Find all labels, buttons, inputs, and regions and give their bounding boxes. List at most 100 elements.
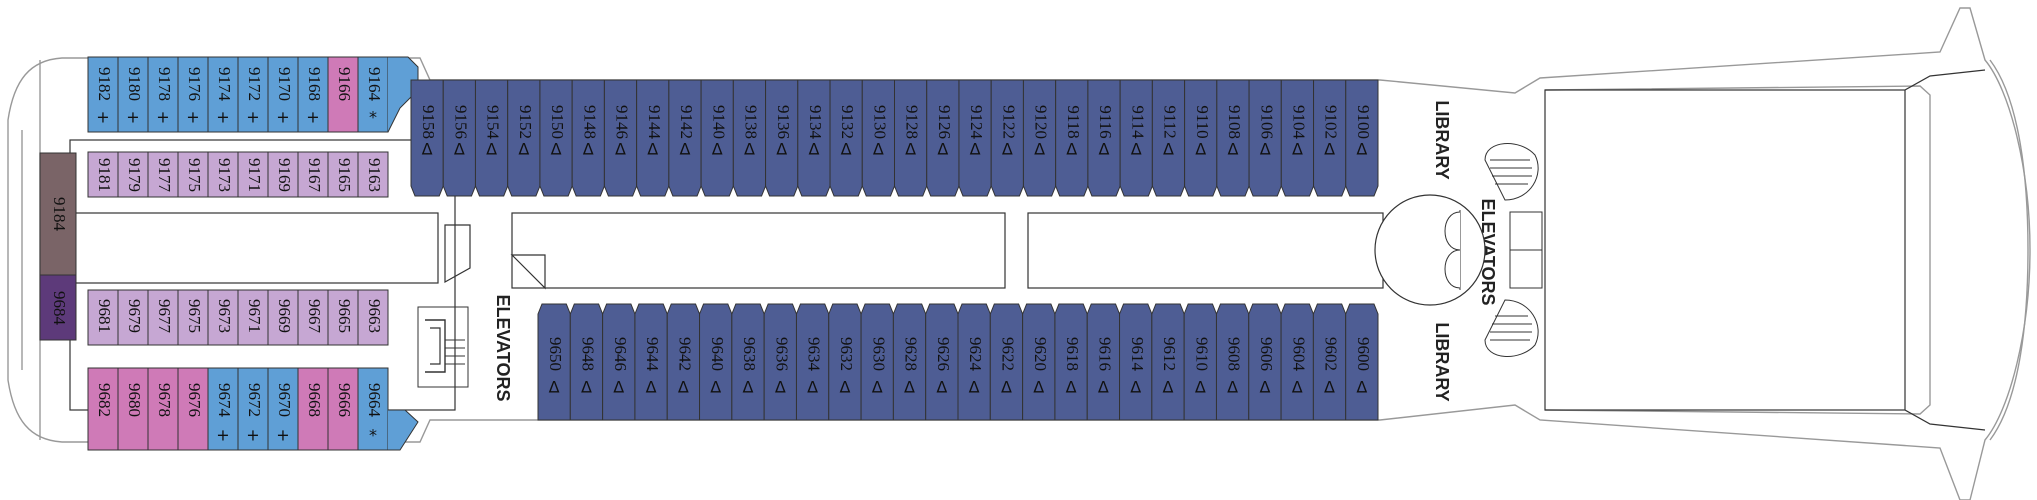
stateroom-9674[interactable]: 9674+ [207,367,239,451]
stateroom-9177[interactable]: 9177 [147,151,179,198]
stateroom-9163[interactable]: 9163 [357,151,389,198]
stateroom-9671[interactable]: 9671 [237,289,269,346]
stateroom-9173[interactable]: 9173 [207,151,239,198]
stateroom-9680[interactable]: 9680 [117,367,149,451]
stateroom-9166[interactable]: 9166 [327,56,359,133]
stateroom-9676[interactable]: 9676 [177,367,209,451]
stateroom-9176[interactable]: 9176+ [177,56,209,133]
stateroom-9675[interactable]: 9675 [177,289,209,346]
stateroom-9184[interactable]: 9184 [39,152,77,276]
stateroom-9670[interactable]: 9670+ [267,367,299,451]
stateroom-9165[interactable]: 9165 [327,151,359,198]
stateroom-9665[interactable]: 9665 [327,289,359,346]
stateroom-9167[interactable]: 9167 [297,151,329,198]
stateroom-9679[interactable]: 9679 [117,289,149,346]
stateroom-9171[interactable]: 9171 [237,151,269,198]
stateroom-9663[interactable]: 9663 [357,289,389,346]
stateroom-9168[interactable]: 9168+ [297,56,329,133]
stateroom-9672[interactable]: 9672+ [237,367,269,451]
stateroom-9170[interactable]: 9170+ [267,56,299,133]
stateroom-9667[interactable]: 9667 [297,289,329,346]
stateroom-9174[interactable]: 9174+ [207,56,239,133]
stateroom-9181[interactable]: 9181 [87,151,119,198]
stateroom-9179[interactable]: 9179 [117,151,149,198]
stateroom-9164[interactable]: 9164* [357,56,389,133]
stateroom-9178[interactable]: 9178+ [147,56,179,133]
stateroom-9684[interactable]: 9684 [39,274,77,341]
stateroom-9182[interactable]: 9182+ [87,56,119,133]
stateroom-9169[interactable]: 9169 [267,151,299,198]
stateroom-9682[interactable]: 9682 [87,367,119,451]
stateroom-9180[interactable]: 9180+ [117,56,149,133]
stateroom-9673[interactable]: 9673 [207,289,239,346]
stateroom-9678[interactable]: 9678 [147,367,179,451]
door-mid-left [510,254,546,290]
stateroom-9666[interactable]: 9666 [327,367,359,451]
stateroom-9681[interactable]: 9681 [87,289,119,346]
stateroom-9668[interactable]: 9668 [297,367,329,451]
stateroom-9172[interactable]: 9172+ [237,56,269,133]
stateroom-9175[interactable]: 9175 [177,151,209,198]
stateroom-9677[interactable]: 9677 [147,289,179,346]
stateroom-number: 9124 [967,105,986,140]
stateroom-9664[interactable]: 9664* [357,367,389,451]
stateroom-9669[interactable]: 9669 [267,289,299,346]
